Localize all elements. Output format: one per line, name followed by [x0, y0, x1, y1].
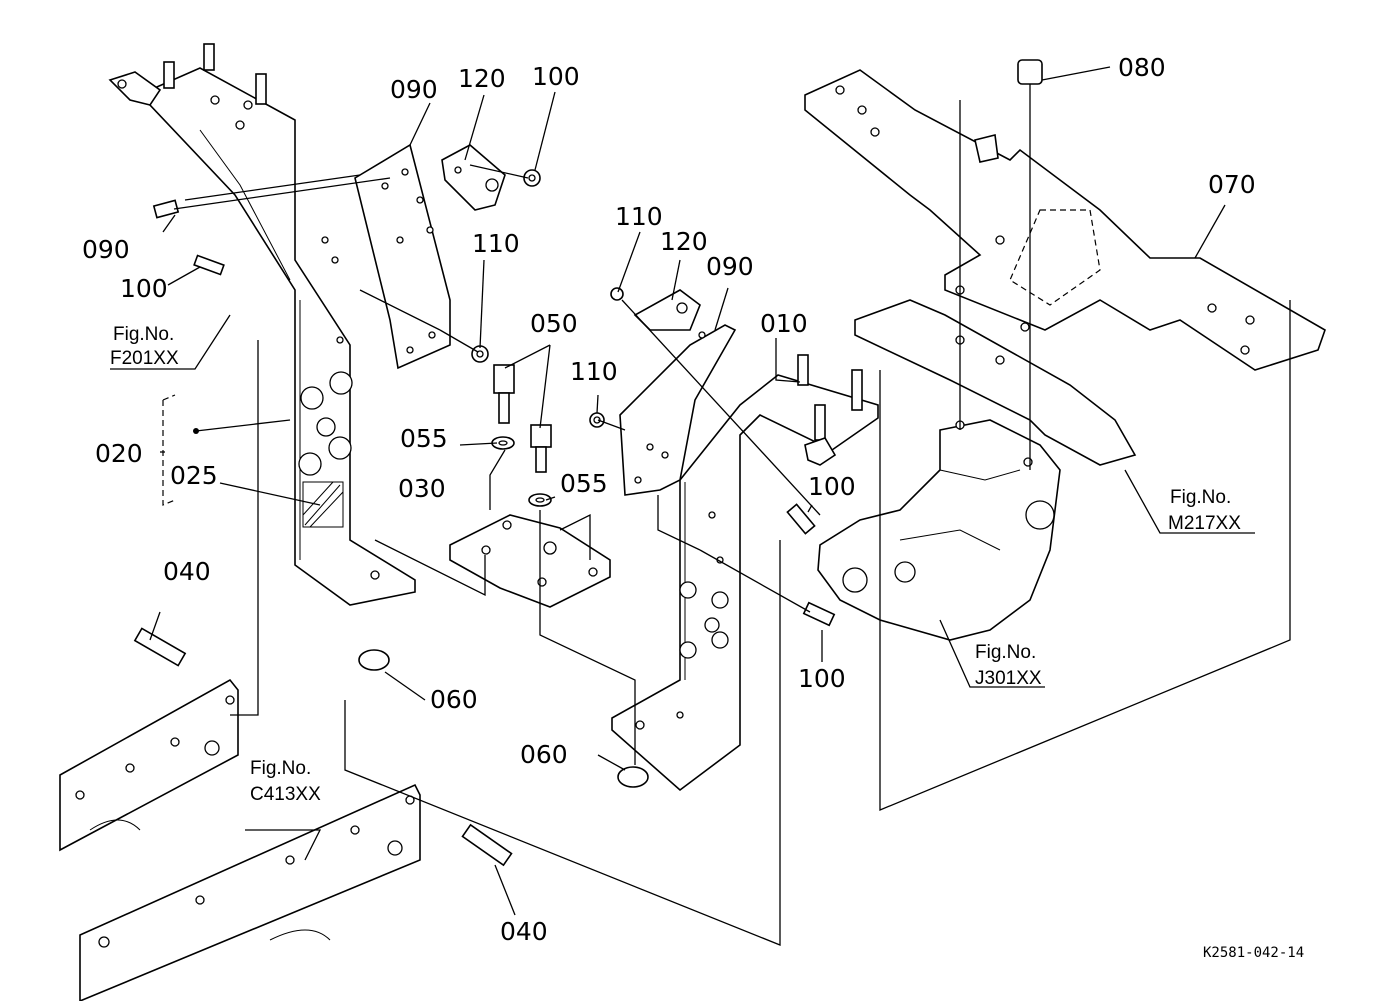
part-label-100: 100	[798, 664, 846, 693]
part-label-025: 025	[170, 461, 218, 490]
label-leaders	[110, 66, 1255, 916]
part-label-070: 070	[1208, 170, 1256, 199]
part-label-110: 110	[615, 202, 663, 231]
drawing-reference-code: K2581-042-14	[1203, 945, 1304, 961]
plate-030	[449, 514, 611, 608]
fig-ref-m217xx: Fig.No. M217XX	[1168, 487, 1241, 534]
part-label-110: 110	[472, 229, 520, 258]
part-label-040: 040	[500, 917, 548, 946]
plate-120-upper	[441, 144, 506, 211]
part-label-010: 010	[760, 309, 808, 338]
svg-text:Fig.No.: Fig.No.	[113, 324, 174, 345]
part-label-100: 100	[808, 472, 856, 501]
part-label-090: 090	[390, 75, 438, 104]
part-label-120: 120	[660, 227, 708, 256]
plate-090-middle	[619, 324, 737, 496]
part-label-055: 055	[560, 469, 608, 498]
part-label-055: 055	[400, 424, 448, 453]
part-label-120: 120	[458, 64, 506, 93]
left-bracket	[108, 43, 416, 606]
leader-lines	[162, 100, 1291, 946]
part-label-080: 080	[1118, 53, 1166, 82]
fig-ref-c413xx: Fig.No. C413XX	[250, 758, 321, 805]
svg-text:M217XX: M217XX	[1168, 513, 1241, 534]
fig-ref-j301xx: Fig.No. J301XX	[975, 642, 1042, 689]
part-label-100: 100	[120, 274, 168, 303]
plate-120-middle	[633, 289, 701, 331]
frame-rail-lower	[79, 783, 421, 1001]
svg-text:F201XX: F201XX	[110, 348, 179, 369]
svg-text:Fig.No.: Fig.No.	[1170, 487, 1231, 508]
svg-text:J301XX: J301XX	[975, 668, 1042, 689]
frame-070	[804, 69, 1326, 371]
part-labels: 090 100 090 120 100 110 050 055 055 030 …	[82, 53, 1256, 946]
fig-ref-f201xx: Fig.No. F201XX	[110, 324, 179, 369]
part-label-040: 040	[163, 557, 211, 586]
figure-references: Fig.No. F201XX Fig.No. M217XX Fig.No. J3…	[110, 324, 1241, 805]
svg-text:C413XX: C413XX	[250, 784, 321, 805]
part-label-060: 060	[520, 740, 568, 769]
part-label-050: 050	[530, 309, 578, 338]
part-label-100: 090	[82, 235, 130, 264]
part-label-110: 100	[532, 62, 580, 91]
svg-text:Fig.No.: Fig.No.	[975, 642, 1036, 663]
part-label-060: 060	[430, 685, 478, 714]
part-label-030: 030	[398, 474, 446, 503]
part-label-090: 090	[706, 252, 754, 281]
fasteners	[133, 59, 1043, 867]
part-label-110: 110	[570, 357, 618, 386]
svg-text:Fig.No.: Fig.No.	[250, 758, 311, 779]
housing-j301	[817, 419, 1061, 641]
frame-rail-upper	[59, 678, 239, 852]
plate-090-upper	[354, 143, 451, 370]
right-bracket	[611, 354, 879, 792]
part-label-020: 020	[95, 439, 143, 468]
